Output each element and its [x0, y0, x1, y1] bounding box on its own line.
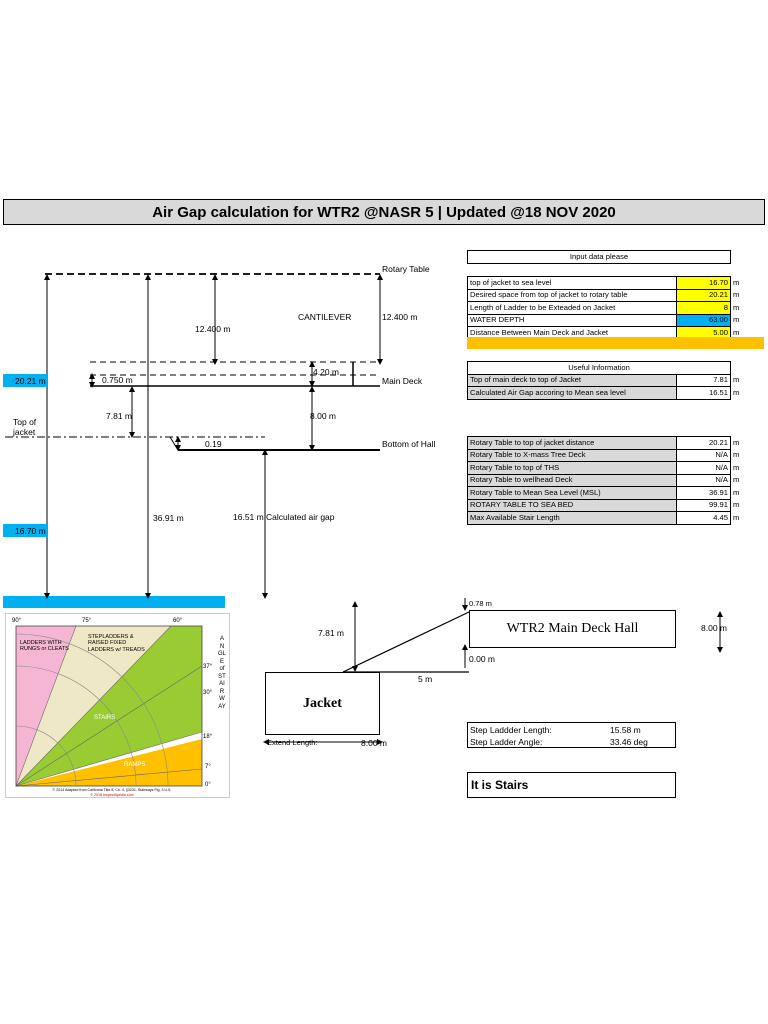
dim-4-20: 4.20 m [313, 367, 339, 377]
angle-side-text: ANGLE of STAIRWAY [218, 636, 227, 710]
input-table-header: Input data please [467, 250, 731, 264]
dim-078: 0.78 m [469, 599, 492, 608]
extend-length-label: Extend Length: [267, 738, 318, 747]
deg-60-label: 60° [173, 618, 183, 624]
chart-footnote-2: © 2018 InspectApedia.com [90, 793, 134, 797]
step-angle-label: Step Ladder Angle: [470, 737, 543, 747]
dim-000: 0.00 m [469, 654, 495, 664]
deg-30-label: 30° [203, 690, 213, 696]
zone-stepladders-label: STEPLADDERS & RAISED FIXED LADDERS w/ TR… [88, 634, 145, 653]
stair-dim-781: 7.81 m [318, 628, 344, 638]
dim-1651: 16.51 m [233, 512, 264, 522]
step-angle-value: 33.46 deg [610, 737, 648, 747]
stairs-zone-upper [16, 626, 202, 786]
input-value-cell[interactable]: 16.70 [676, 276, 731, 290]
dim-5m: 5 m [418, 674, 433, 684]
input-value-cell[interactable]: 20.21 [676, 288, 731, 302]
table-row: Calculated Air Gap accoring to Mean sea … [467, 386, 761, 400]
cantilever-label: CANTILEVER [298, 312, 352, 322]
dim-800-right: 8.00 m [701, 623, 727, 633]
dim-781: 7.81 m [106, 411, 132, 421]
deg-90-label: 90° [12, 618, 22, 624]
step-length-label: Step Laddder Length: [470, 725, 552, 735]
dim-3691: 36.91 m [153, 513, 184, 523]
calc-air-gap-label: Calculated air gap [266, 512, 335, 522]
main-deck-hall-box: WTR2 Main Deck Hall [469, 610, 676, 648]
chart-footnote: © 2014 Adapted from California Title 8, … [52, 788, 172, 792]
deg-75-label: 75° [82, 618, 92, 624]
badge-1670: 16.70 m [3, 524, 47, 537]
deg-7-label: 7° [205, 764, 211, 770]
deg-37-label: 37° [203, 664, 213, 670]
dim-12400-right: 12.400 m [382, 312, 418, 322]
orange-separator-bar [467, 337, 764, 349]
useful-info-table: Useful Information Top of main deck to t… [467, 361, 761, 400]
main-deck-label: Main Deck [382, 376, 423, 386]
badge-2021: 20.21 m [3, 374, 47, 387]
step-length-value: 15.58 m [610, 725, 641, 735]
deg-0-label: 0° [205, 782, 211, 788]
dim-800: 8.00 m [310, 411, 336, 421]
deg-18-label: 18° [203, 734, 213, 740]
zone-ladders-label: LADDERS WITH RUNGS or CLEATS [20, 640, 69, 653]
input-data-table: Input data please [467, 250, 761, 264]
sea-level-bar [3, 596, 225, 608]
results-box [467, 722, 676, 748]
dim-0750: 0.750 m [102, 375, 133, 385]
page-title: Air Gap calculation for WTR2 @NASR 5 | U… [3, 199, 765, 225]
jacket-box: Jacket [265, 672, 380, 735]
dim-019: 0.19 [205, 439, 222, 449]
extend-length-value: 8.00 m [361, 738, 387, 748]
top-of-jacket-label-2: jacket [13, 427, 36, 437]
zone-ramps-label: RAMPS [124, 762, 146, 768]
stair-diagonal [342, 611, 470, 673]
top-of-jacket-label: Top of [13, 417, 37, 427]
verdict-box: It is Stairs [467, 772, 676, 798]
dim-12400-left: 12.400 m [195, 324, 231, 334]
ramps-zone [16, 739, 202, 786]
zone-stairs-label: STAIRS [94, 715, 116, 721]
stairway-angle-chart: 90° 75° 60° 37° 30° 18° 7° 0° LADDERS WI… [5, 613, 230, 798]
rotary-table-label: Rotary Table [382, 264, 430, 274]
bottom-of-hall-label: Bottom of Hall [382, 439, 436, 449]
